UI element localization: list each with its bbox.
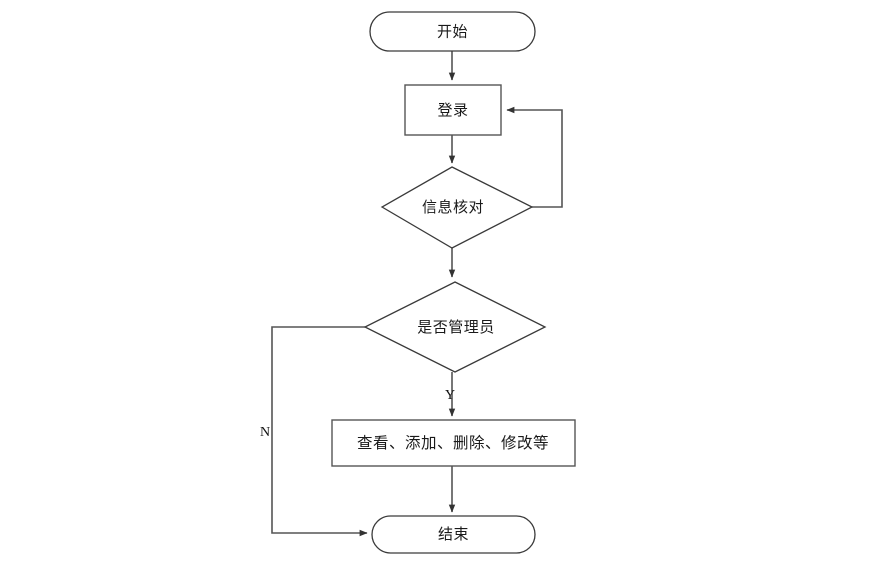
edge-label-yes: Y [445, 388, 455, 403]
verify-shape [380, 166, 534, 249]
login-shape [404, 84, 502, 136]
node-actions[interactable]: 查看、添加、删除、修改等 [331, 419, 576, 467]
node-login[interactable]: 登录 [404, 84, 502, 136]
end-label: 结束 [438, 526, 469, 543]
isadmin-shape [363, 281, 547, 373]
end-shape [371, 515, 536, 554]
node-isadmin[interactable]: 是否管理员 [363, 281, 547, 373]
node-end[interactable]: 结束 [371, 515, 536, 554]
edge-path [506, 106, 563, 208]
edge-path [271, 326, 368, 537]
edge-isadmin-to-end: N [260, 326, 368, 537]
edge-isadmin-to-actions: Y [445, 372, 456, 417]
node-start[interactable]: 开始 [369, 11, 536, 52]
start-label: 开始 [437, 23, 468, 40]
login-label: 登录 [437, 102, 468, 119]
verify-label: 信息核对 [422, 199, 484, 216]
node-verify[interactable]: 信息核对 [380, 166, 534, 249]
isadmin-label: 是否管理员 [417, 319, 495, 336]
actions-label: 查看、添加、删除、修改等 [357, 434, 549, 452]
edge-verify-to-login-loop [506, 106, 563, 208]
edge-label-no: N [260, 425, 270, 440]
actions-shape [331, 419, 576, 467]
start-shape [369, 11, 536, 52]
